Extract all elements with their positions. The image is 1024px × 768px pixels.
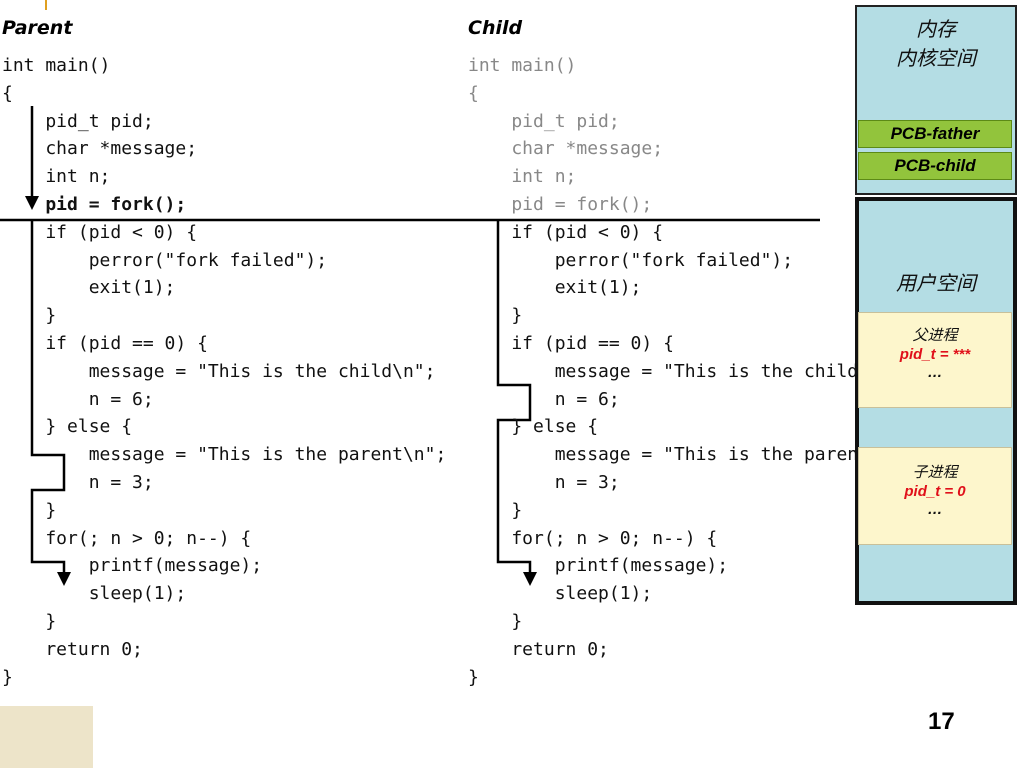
parent-code-line: if (pid == 0) {: [2, 332, 208, 354]
parent-code-line: pid = fork();: [2, 193, 187, 215]
parent-code-line: exit(1);: [2, 277, 176, 299]
child-code-line: n = 3;: [468, 471, 620, 493]
child-process-block: 子进程 pid_t = 0 …: [858, 447, 1012, 545]
parent-code-line: }: [2, 610, 57, 632]
parent-code-line: } else {: [2, 416, 133, 438]
parent-code-line: }: [2, 305, 57, 327]
parent-flow-arrowhead: [57, 572, 71, 586]
parent-code-line: }: [2, 499, 57, 521]
parent-code-line: sleep(1);: [2, 583, 187, 605]
parent-code-line: pid_t pid;: [2, 110, 154, 132]
parent-code-line: return 0;: [2, 638, 143, 660]
child-code-line: pid_t pid;: [468, 110, 620, 132]
parent-code-line: int main(): [2, 55, 111, 76]
child-code-line: if (pid < 0) {: [468, 221, 664, 243]
child-code-line: char *message;: [468, 138, 664, 160]
parent-code-line: perror("fork failed");: [2, 249, 328, 271]
child-code-line: } else {: [468, 416, 599, 438]
parent-code-block: int main() { pid_t pid; char *message; in…: [2, 52, 446, 691]
child-code-line: n = 6;: [468, 388, 620, 410]
child-code-line: int main(): [468, 55, 577, 76]
child-code-line: exit(1);: [468, 277, 642, 299]
parent-code-line: n = 3;: [2, 471, 154, 493]
child-code-line: sleep(1);: [468, 583, 653, 605]
child-code-line: message = "This is the parent\n";: [554, 444, 856, 466]
memory-header-line1: 内存: [916, 17, 956, 41]
child-code-block: int main() { pid_t pid; char *message; in…: [468, 52, 856, 691]
child-flow-path: [496, 220, 532, 572]
parent-process-label: 父进程: [912, 326, 958, 344]
parent-process-pid: pid_t = ***: [899, 346, 971, 363]
child-code-line: for(; n > 0; n--) {: [468, 527, 718, 549]
child-code-line: }: [468, 499, 523, 521]
parent-code-line: if (pid < 0) {: [2, 221, 198, 243]
child-code-line: pid = fork();: [468, 193, 653, 215]
parent-title: Parent: [2, 17, 73, 39]
child-code-line: int n;: [468, 166, 577, 188]
parent-code-line: {: [2, 82, 13, 104]
child-process-ellipsis: …: [927, 501, 943, 518]
parent-process-ellipsis: …: [927, 364, 943, 381]
child-code-line: }: [468, 666, 479, 688]
pcb-child: PCB-child: [858, 152, 1012, 180]
parent-prefork-arrowhead: [25, 196, 39, 210]
parent-process-block: 父进程 pid_t = *** …: [858, 312, 1012, 408]
child-title: Child: [468, 17, 523, 39]
child-flow-arrowhead: [523, 572, 537, 586]
pcb-father: PCB-father: [858, 120, 1012, 148]
child-process-pid: pid_t = 0: [904, 483, 966, 500]
child-code-line: message = "This is the child\n";: [554, 360, 856, 382]
parent-code-line: printf(message);: [2, 555, 263, 577]
corner-decoration: [0, 706, 93, 768]
parent-code-line: int n;: [2, 166, 111, 188]
parent-code-line: message = "This is the child\n";: [2, 360, 436, 382]
child-code-line: if (pid == 0) {: [468, 332, 674, 354]
page-number: 17: [928, 708, 955, 735]
parent-code-line: for(; n > 0; n--) {: [2, 527, 252, 549]
parent-flow-path: [30, 220, 66, 572]
child-code-line: }: [468, 305, 523, 327]
parent-code-line: message = "This is the parent\n";: [2, 444, 447, 466]
child-process-label: 子进程: [912, 463, 958, 481]
child-code-line: perror("fork failed");: [468, 249, 794, 271]
child-code-line: }: [468, 610, 523, 632]
child-code-line: {: [468, 82, 479, 104]
memory-header-line2: 内核空间: [896, 46, 976, 70]
parent-code-line: n = 6;: [2, 388, 154, 410]
parent-code-line: char *message;: [2, 138, 198, 160]
child-code-line: return 0;: [468, 638, 609, 660]
user-space-label: 用户空间: [896, 271, 976, 295]
child-code-line: printf(message);: [468, 555, 729, 577]
parent-code-line: }: [2, 666, 13, 688]
